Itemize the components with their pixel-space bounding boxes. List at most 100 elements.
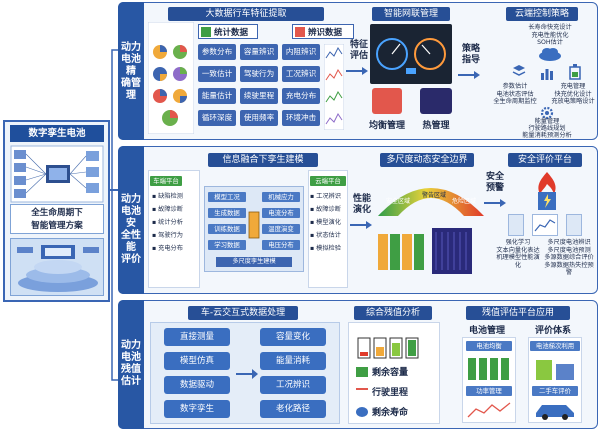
grid-cell: 使用频率 (240, 110, 278, 126)
cloud-item: ▪ 故障诊断 (310, 203, 348, 216)
lifecycle-line-1: 全生命周期下 (31, 208, 83, 218)
balance-label: 均衡管理 (368, 121, 405, 131)
data-method-pill: 数据驱动 (164, 376, 230, 394)
residual-title: 综合残值分析 (354, 306, 432, 320)
second-life-image (536, 360, 574, 380)
pie-charts-illustration (148, 22, 194, 134)
cloud-item-label: 工况辨识 (316, 193, 341, 200)
identify-data-button[interactable]: 辨识数据 (292, 24, 354, 39)
check-icon: ▪ (152, 206, 159, 213)
trend-chart-image (532, 214, 558, 236)
row3-label-1: 动力 (121, 340, 141, 351)
route-icon (356, 388, 368, 396)
cell-balance-image (468, 358, 509, 380)
mgmt-tag: 电池均衡 (466, 341, 512, 351)
grid-cell: 内阻辨识 (282, 44, 320, 60)
car-item: ▪ 缺陷检测 (152, 190, 200, 203)
cloud-item-label: 模型演化 (316, 219, 341, 226)
twin-network-illustration (10, 145, 104, 203)
analysis-pill: 能量消耗 (260, 352, 326, 370)
residual-item: 行驶里程 (356, 385, 440, 399)
cloud-left-notes: 参数估计 电池状态评估 全生命周期监控 (490, 83, 540, 106)
car-item-label: 驾驶行为 (158, 232, 183, 239)
cloud-bottom-3: 能量消耗预测分析 (522, 132, 572, 140)
safety-warning-label: 安全 预警 (484, 172, 506, 194)
car-platform-tag: 车端平台 (150, 176, 182, 186)
safety-note: 多源数据综合评价 (544, 254, 594, 261)
model-item: 温度演变 (262, 224, 300, 234)
doc-icon (566, 214, 582, 236)
residual-item-label: 剩余容量 (372, 368, 409, 378)
grid-cell: 充电分布 (282, 88, 320, 104)
car-cloud-title: 车-云交互式数据处理 (188, 306, 298, 320)
eval-system-label: 评价体系 (534, 326, 571, 336)
feature-eval-2: 评估 (349, 51, 368, 61)
check-icon: ▪ (310, 193, 317, 200)
model-item: 电流分布 (262, 208, 300, 218)
safety-note: 多尺度电池预测 (547, 246, 591, 254)
analysis-pill: 老化路径 (260, 400, 326, 418)
thermal-image (420, 88, 452, 114)
check-icon: ▪ (310, 232, 317, 239)
row1-label: 动力 电池精 确管理 (118, 42, 144, 102)
bar-chart-icon (201, 27, 211, 37)
grid-cell: 续驶里程 (240, 88, 278, 104)
digital-twin-title: 数字孪生电池 (10, 125, 104, 142)
cloud-item-label: 模拟检验 (316, 245, 341, 252)
safety-note: 多尺度电池辨识 (547, 239, 591, 246)
safety-zone-gauge (378, 188, 484, 216)
exchange-arrows (236, 369, 258, 379)
cloud-item: ▪ 模拟检验 (310, 242, 348, 255)
row2-label-1: 动力 (121, 194, 141, 205)
strategy-guide-1: 策略 (461, 44, 480, 54)
model-item: 生成数据 (208, 208, 246, 218)
performance-evo-1: 性能 (352, 194, 371, 204)
model-item: 学习数据 (208, 240, 246, 250)
car-item-label: 统计分析 (158, 219, 183, 226)
cloud-platform-tag: 云端平台 (310, 176, 346, 186)
check-icon: ▪ (152, 245, 159, 252)
battery-icon (356, 367, 368, 377)
fire-battery-icon (538, 172, 556, 210)
stat-data-label: 统计数据 (214, 28, 249, 38)
battery-levels-icon (357, 337, 419, 359)
grid-cell: 工况辨识 (282, 66, 320, 82)
multiscale-model-label: 多尺度孪生建模 (216, 257, 292, 267)
power-chart-image (467, 402, 511, 418)
lifecycle-line-2: 智能管理方案 (31, 221, 83, 231)
cloud-item-label: 故障诊断 (316, 206, 341, 213)
arrow-right-icon (484, 199, 506, 207)
danger-zone-label: 危险区域 (452, 198, 477, 205)
stat-data-button[interactable]: 统计数据 (198, 24, 258, 39)
check-icon: ▪ (152, 193, 159, 200)
safety-note: 机理模型性能演化 (496, 254, 540, 269)
car-icon (536, 405, 574, 420)
fusion-title: 信息融合下孪生建模 (208, 153, 318, 167)
residual-item: 剩余容量 (356, 365, 440, 379)
chart-icon (295, 27, 305, 37)
eval-tag: 电池梯次利用 (530, 341, 580, 351)
feature-grid: 参数分布 容量辨识 内阻辨识 一致估计 驾驶行为 工况辨识 能量估计 续驶里程 … (198, 44, 322, 130)
residual-item-label: 行驶里程 (372, 388, 409, 398)
cloud-top-3: SOH估计 (537, 39, 563, 46)
residual-item-label: 剩余寿命 (372, 408, 409, 418)
analysis-pill: 工况辨识 (260, 376, 326, 394)
battery-icon (569, 64, 581, 80)
arrow-right-icon (346, 67, 368, 75)
grid-cell: 能量估计 (198, 88, 236, 104)
smart-network-title: 智能网联管理 (372, 7, 450, 21)
mgmt-tag: 功率管理 (466, 386, 512, 396)
system-architecture-illustration (10, 238, 104, 296)
cloud-platform-panel (308, 170, 348, 288)
car-item: ▪ 充电分布 (152, 242, 200, 255)
row1-label-bg (118, 2, 144, 140)
strategy-guide-label: 策略 指导 (460, 44, 482, 66)
trend-thumbnails (324, 44, 344, 130)
cloud-items-list: ▪ 工况辨识 ▪ 故障诊断 ▪ 模型演化 ▪ 状态估计 ▪ 模拟检验 (310, 190, 348, 255)
cloud-bottom-1: 能量管理 (534, 118, 560, 125)
check-icon: ▪ (310, 245, 317, 252)
check-icon: ▪ (152, 219, 159, 226)
cloud-left-1: 参数估计 (502, 83, 528, 90)
cloud-left-2: 电池状态评估 (496, 90, 534, 98)
arrow-right-icon (458, 71, 480, 79)
